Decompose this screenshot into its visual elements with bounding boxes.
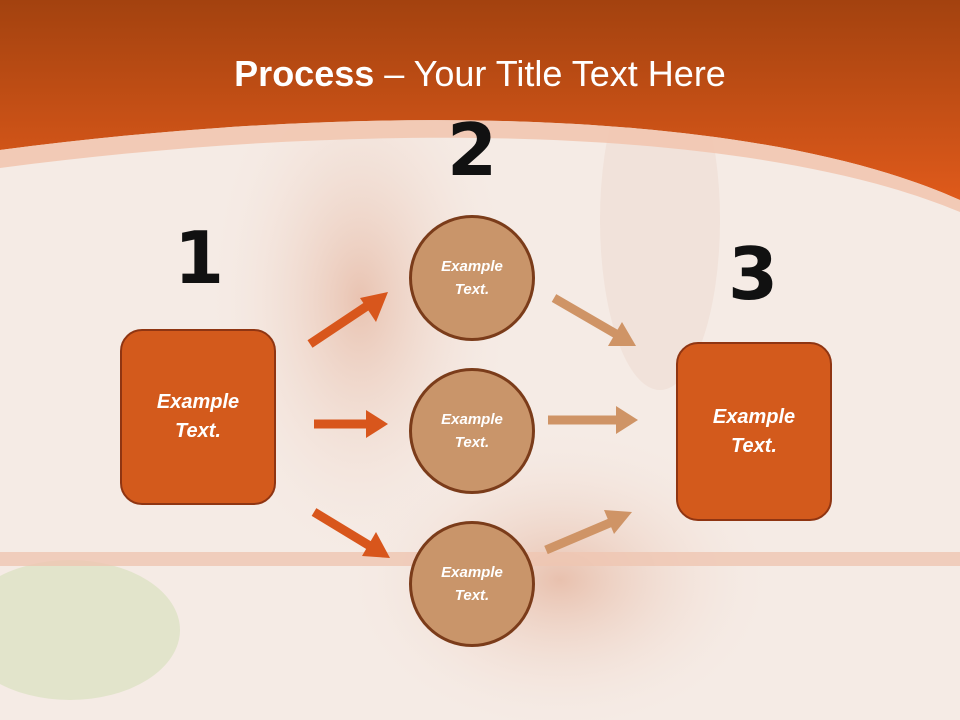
arrow-bottom-to-3 xyxy=(544,510,632,555)
header-band xyxy=(0,0,960,200)
step-2-circle-bottom: Example Text. xyxy=(409,521,535,647)
step-2-number: 2 xyxy=(446,108,498,192)
photo-vegetable xyxy=(0,560,180,700)
step-3-label: Example Text. xyxy=(712,405,796,457)
step-1-number: 1 xyxy=(173,216,225,300)
arrow-1-to-top xyxy=(307,292,388,348)
page-title: Process – Your Title Text Here xyxy=(0,48,960,100)
step-2-circle-top-label: Example Text. xyxy=(441,258,503,298)
title-rest: – Your Title Text Here xyxy=(374,53,726,94)
step-2-circle-bottom-label: Example Text. xyxy=(441,564,503,604)
step-1-box: Example Text. xyxy=(120,329,276,505)
photo-figure-back xyxy=(350,430,770,720)
step-2-circle-middle: Example Text. xyxy=(409,368,535,494)
step-1-label: Example Text. xyxy=(156,391,240,442)
step-2-circle-middle-label: Example Text. xyxy=(441,411,503,451)
header-swoosh xyxy=(0,120,960,212)
arrow-1-to-bottom xyxy=(311,508,390,558)
step-3-box: Example Text. xyxy=(676,342,832,521)
arrow-1-to-middle xyxy=(314,410,388,438)
step-3-number: 3 xyxy=(727,232,779,316)
title-bold: Process xyxy=(234,53,375,94)
step-2-circle-top: Example Text. xyxy=(409,215,535,341)
arrow-top-to-3 xyxy=(551,294,636,346)
arrow-middle-to-3 xyxy=(548,406,638,434)
